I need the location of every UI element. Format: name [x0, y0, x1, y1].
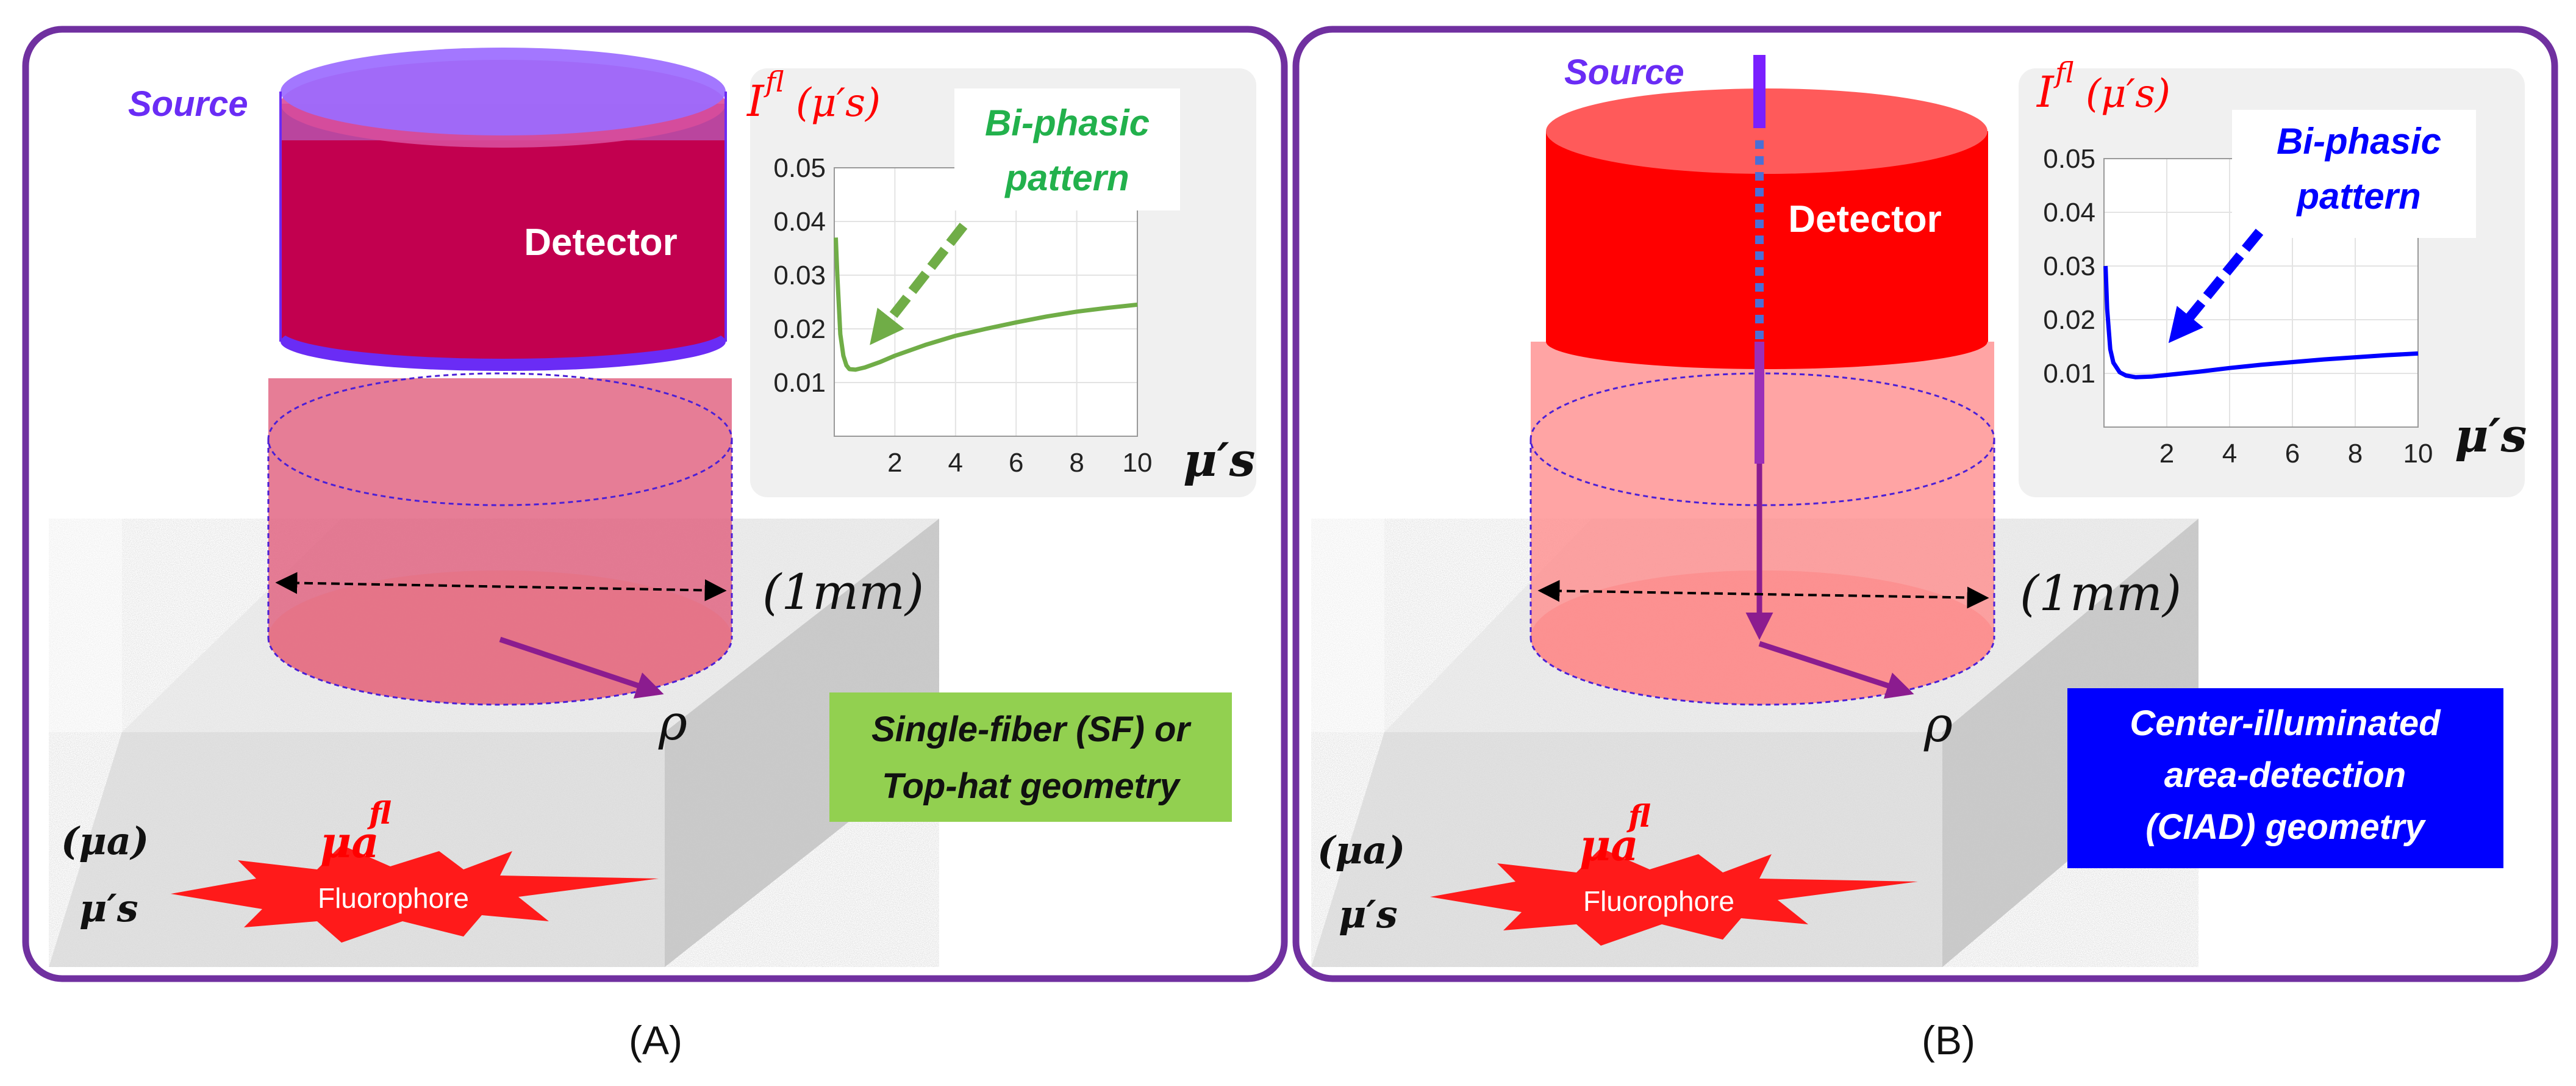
geometry-box [829, 692, 1232, 822]
annotation-box [954, 88, 1180, 210]
annotation-line-1: Bi-phasic [2277, 121, 2441, 162]
fluorophore-label: Fluorophore [1583, 885, 1734, 917]
geometry-line-1: Single-fiber (SF) or [871, 710, 1192, 749]
diameter-label: (1mm) [2020, 565, 2181, 622]
fluorophore-label: Fluorophore [318, 882, 469, 914]
diameter-arrow [275, 572, 727, 602]
geometry-line-2: area-detection [2164, 755, 2406, 795]
annotation-line-1: Bi-phasic [985, 102, 1150, 143]
diameter-arrow [1537, 580, 1989, 609]
y-tick-label: 0.03 [2043, 251, 2095, 281]
sample-mus-label: μ′s [79, 886, 138, 930]
y-tick-label: 0.02 [2043, 305, 2095, 335]
rho-arrow [1758, 641, 1914, 699]
x-tick-label: 10 [2403, 439, 2433, 469]
source-label: Source [128, 84, 248, 124]
fluorophore-starburst [171, 845, 659, 943]
plot-xlabel: μ′s [1183, 433, 1255, 487]
x-tick-label: 8 [2348, 439, 2363, 469]
caption-a: (A) [629, 1018, 682, 1063]
y-tick-label: 0.05 [2043, 144, 2095, 174]
annotation-line-2: pattern [1004, 157, 1129, 198]
annotation-box [2232, 110, 2476, 238]
annotation-line-2: pattern [2295, 176, 2420, 217]
y-tick-label: 0.01 [2043, 359, 2095, 389]
illumination-volume [267, 372, 733, 706]
x-tick-label: 4 [2222, 439, 2237, 469]
plot-ylabel-base: I [2036, 67, 2055, 117]
y-tick-label: 0.04 [773, 207, 826, 237]
fluorophore-starburst [1430, 848, 1918, 946]
geometry-line-1: Center-illuminated [2130, 703, 2441, 743]
rho-label: ρ [658, 694, 687, 751]
x-tick-label: 8 [1069, 448, 1084, 478]
x-tick-label: 6 [2285, 439, 2300, 469]
plot-ylabel-arg: (μ′s) [796, 81, 881, 126]
sample-mus-label: μ′s [1339, 892, 1398, 937]
panel-a: (1mm) ρ Detector Source (μa) μ′s Fluorop… [22, 26, 1288, 1063]
x-tick-label: 6 [1009, 448, 1023, 478]
detector-label: Detector [1788, 198, 1942, 240]
diameter-label: (1mm) [762, 564, 924, 620]
plot-ylabel-base: I [746, 76, 765, 126]
y-tick-label: 0.03 [773, 261, 826, 290]
series-line [2103, 265, 2419, 379]
fluorescence-absorption-sup: fl [1626, 798, 1651, 834]
plot-area [834, 168, 1137, 436]
fluorescence-absorption-symbol: μa [320, 817, 379, 868]
detector-cylinder [279, 48, 727, 371]
detector-cylinder [1546, 88, 1988, 369]
x-tick-label: 2 [887, 448, 902, 478]
panel-b: Detector Source (1mm) ρ (μa) μ′s Fluorop… [1292, 26, 2558, 1063]
caption-b: (B) [1922, 1018, 1975, 1063]
x-tick-label: 10 [1123, 448, 1153, 478]
geometry-line-2: Top-hat geometry [882, 766, 1181, 806]
fluorescence-absorption-sup: fl [367, 795, 392, 831]
detector-label: Detector [524, 221, 678, 264]
rho-arrow [499, 636, 664, 699]
x-tick-label: 2 [2159, 439, 2174, 469]
sample-mua-label: (μa) [61, 819, 149, 863]
annotation-arrow [870, 223, 968, 345]
fluorescence-absorption-symbol: μa [1580, 820, 1639, 871]
y-tick-label: 0.01 [773, 368, 826, 398]
annotation-arrow [2168, 228, 2264, 343]
plot-ylabel-sup: fl [764, 65, 784, 98]
series-line [834, 237, 1138, 372]
plot-ylabel-sup: fl [2053, 56, 2074, 89]
y-tick-label: 0.04 [2043, 198, 2095, 228]
geometry-box [2067, 688, 2503, 868]
plot-ylabel-arg: (μ′s) [2086, 71, 2170, 117]
geometry-line-3: (CIAD) geometry [2145, 807, 2426, 847]
plot-xlabel: μ′s [2455, 408, 2527, 462]
x-tick-label: 4 [948, 448, 963, 478]
sample-mua-label: (μa) [1317, 828, 1405, 872]
source-fiber [1745, 55, 1773, 640]
rho-label: ρ [1923, 696, 1953, 753]
source-label: Source [1564, 52, 1684, 92]
y-tick-label: 0.05 [773, 153, 826, 183]
y-tick-label: 0.02 [773, 314, 826, 344]
